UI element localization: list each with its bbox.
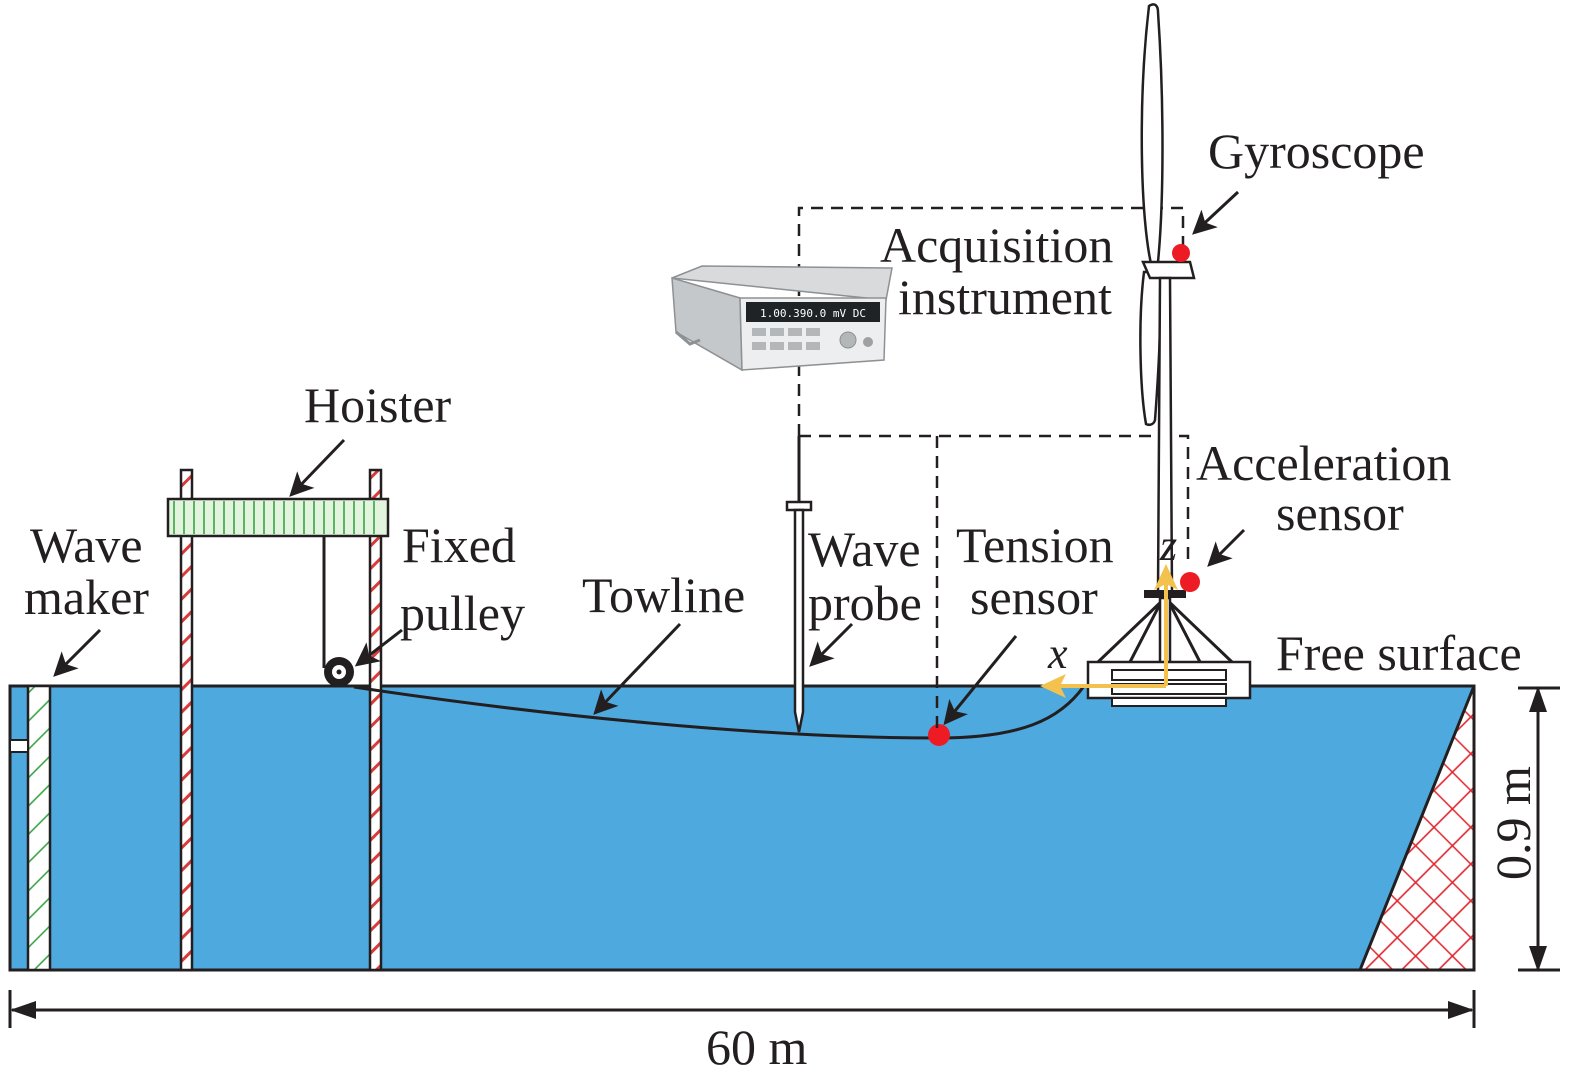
towline-arrow: [593, 622, 682, 715]
fixed-pulley-label-line2: pulley: [400, 585, 525, 641]
fixed-pulley: [324, 657, 354, 687]
hoister-frame: [166, 468, 390, 972]
gyroscope-arrow: [1192, 190, 1240, 235]
depth-label: 0.9 m: [1485, 766, 1541, 880]
acceleration-sensor-dot: [1180, 572, 1200, 592]
hoister-post-right: [368, 468, 383, 972]
acquisition-label-line2: instrument: [898, 269, 1112, 325]
length-dimension: 60 m: [8, 990, 1476, 1075]
fixed-pulley-label-line1: Fixed: [402, 517, 516, 573]
nacelle: [1141, 260, 1196, 280]
tank-outline: [8, 684, 1476, 972]
wave-maker-arrow: [53, 628, 102, 677]
floating-wind-turbine: [1086, 3, 1252, 707]
hoister-label: Hoister: [304, 377, 452, 433]
acquisition-label-line1: Acquisition: [880, 217, 1113, 273]
text-labels: Gyroscope Acquisition instrument Hoister…: [24, 123, 1522, 681]
floating-platform: [1086, 596, 1252, 707]
length-label: 60 m: [706, 1019, 808, 1075]
z-axis-label: z: [1159, 521, 1177, 570]
pointer-arrows: [53, 190, 1246, 726]
hoister-arrow: [289, 438, 346, 497]
acceleration-label-line1: Acceleration: [1196, 435, 1451, 491]
tension-label-line2: sensor: [970, 569, 1098, 625]
gyroscope-dot: [1172, 244, 1190, 262]
towline: [353, 685, 1086, 740]
signal-cables: [797, 206, 1190, 728]
acceleration-arrow: [1207, 528, 1246, 567]
wave-probe-label-line1: Wave: [808, 521, 921, 577]
turbine-blade-upper: [1140, 3, 1164, 271]
towline-label: Towline: [582, 567, 745, 623]
water-tank: [8, 684, 1476, 972]
water-body: [10, 686, 1474, 970]
coordinate-axes: z x: [1040, 521, 1178, 698]
turbine-blade-lower: [1139, 270, 1162, 427]
tension-sensor-dot: [928, 724, 950, 746]
wave-maker: [9, 684, 52, 972]
acquisition-instrument: 1.00.390.0 mV DC: [671, 265, 893, 372]
wave-probe: [785, 436, 813, 733]
gyroscope-label: Gyroscope: [1208, 123, 1425, 179]
acceleration-label-line2: sensor: [1276, 485, 1404, 541]
wave-probe-label-line2: probe: [808, 575, 922, 631]
hoister-post-left: [179, 468, 194, 972]
free-surface-label: Free surface: [1276, 625, 1522, 681]
instrument-display: 1.00.390.0 mV DC: [760, 307, 866, 320]
wave-maker-label-line2: maker: [24, 569, 149, 625]
x-axis-label: x: [1047, 629, 1068, 678]
wave-probe-arrow: [809, 622, 854, 667]
tension-sensor-arrow: [943, 635, 1018, 726]
wave-maker-label-line1: Wave: [30, 517, 143, 573]
hoister-drum: [166, 497, 390, 538]
depth-dimension: 0.9 m: [1485, 686, 1560, 972]
tension-label-line1: Tension: [956, 517, 1114, 573]
fixed-pulley-arrow: [354, 628, 403, 667]
